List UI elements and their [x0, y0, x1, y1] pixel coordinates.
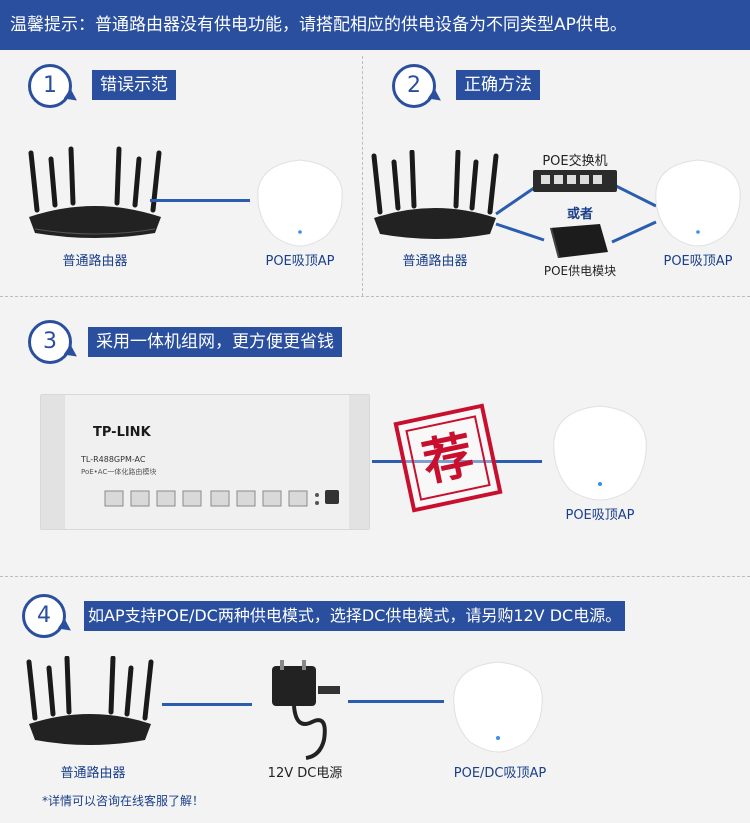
ethernet-ports [104, 490, 339, 507]
footnote: *详情可以咨询在线客服了解！ [42, 794, 205, 808]
ap-label: POE吸顶AP [565, 508, 635, 523]
ap-label: POE吸顶AP [663, 254, 733, 269]
adapter-label: 12V DC电源 [267, 766, 343, 781]
connection-lines [495, 182, 657, 244]
divider-vertical [362, 56, 363, 296]
top-banner: 温馨提示：普通路由器没有供电功能，请搭配相应的供电设备为不同类型AP供电。 [0, 0, 750, 50]
connection-line [150, 199, 250, 202]
section-4-number: 4 [22, 594, 66, 638]
router-label: 普通路由器 [60, 766, 126, 781]
poe-switch-icon [533, 170, 617, 192]
ceiling-ap-icon [257, 159, 343, 247]
stamp-text: 荐 [405, 415, 491, 501]
power-adapter-icon [272, 660, 340, 760]
ceiling-ap-icon [553, 405, 647, 501]
divider-2 [0, 576, 750, 577]
connection-line [162, 703, 252, 706]
divider-1 [0, 296, 750, 297]
rack-ear [41, 395, 65, 529]
ceiling-ap-icon [655, 159, 741, 247]
or-label: 或者 [566, 207, 593, 222]
router-icon [371, 150, 499, 239]
section-1-number: 1 [28, 64, 72, 108]
recommend-stamp: 荐 [393, 403, 503, 513]
router-icon [28, 146, 162, 238]
poe-switch-label: POE交换机 [542, 154, 608, 169]
connection-line [372, 460, 542, 463]
router-label: 普通路由器 [62, 254, 128, 269]
section-2-number: 2 [392, 64, 436, 108]
router-label: 普通路由器 [402, 254, 468, 269]
router-icon [26, 656, 154, 745]
ap-label: POE/DC吸顶AP [453, 766, 547, 781]
device-model: TL-R488GPM-AC [81, 455, 146, 464]
rack-ear [349, 395, 369, 529]
section-2-title: 正确方法 [456, 70, 540, 100]
connection-line [348, 700, 444, 703]
section-3-title: 采用一体机组网，更方便更省钱 [88, 327, 342, 357]
ceiling-ap-icon [453, 661, 543, 753]
poe-module-icon [550, 224, 608, 258]
section-1-title: 错误示范 [92, 70, 176, 100]
device-brand: TP-LINK [93, 425, 151, 440]
section-3-number: 3 [28, 320, 72, 364]
section-4-title: 如AP支持POE/DC两种供电模式，选择DC供电模式，请另购12V DC电源。 [84, 601, 626, 631]
all-in-one-device: TP-LINK TL-R488GPM-AC PoE•AC一体化路由模块 [40, 394, 370, 530]
ap-label: POE吸顶AP [265, 254, 335, 269]
device-desc: PoE•AC一体化路由模块 [81, 468, 157, 476]
poe-module-label: POE供电模块 [543, 264, 617, 278]
